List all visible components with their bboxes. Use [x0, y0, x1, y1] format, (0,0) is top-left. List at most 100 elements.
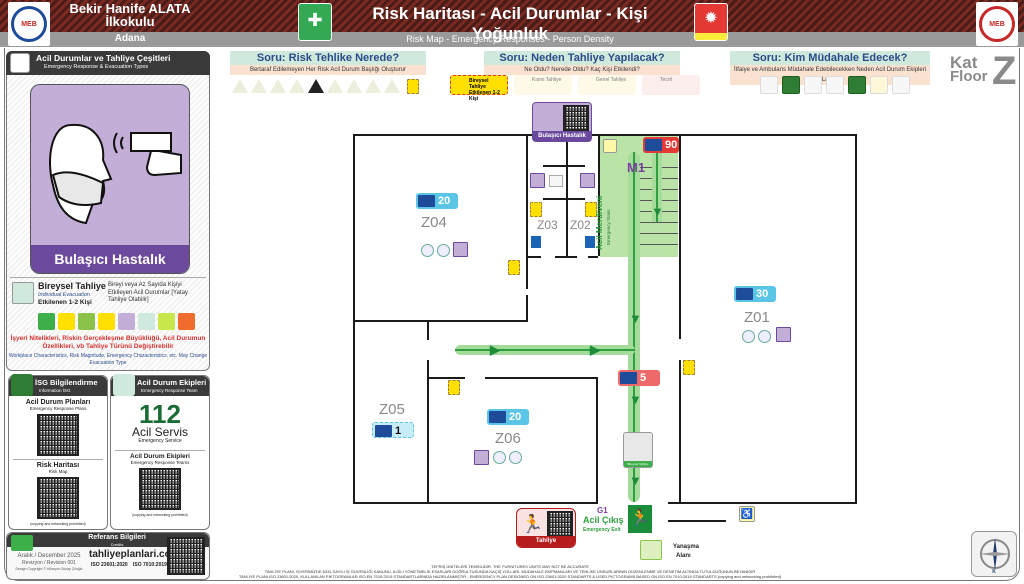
evacuation-route-vertical: [628, 152, 640, 502]
occupancy-badge-z05: 1: [372, 422, 414, 438]
org-chart-icon: [11, 374, 33, 396]
question-who-responds: Soru: Kim Müdahale Edecek? İtfaiye ve Am…: [730, 51, 930, 85]
occupancy-badge-z01: 30: [734, 286, 776, 302]
teams-qr-code[interactable]: [139, 468, 181, 510]
individual-evacuation-icon: [12, 282, 34, 304]
wall: [668, 502, 857, 504]
header-bar: [0, 0, 1024, 32]
exit-id: G1: [597, 506, 608, 515]
emergency-types-header: Acil Durumlar ve Tahliye Çeşitleri Emerg…: [6, 51, 210, 75]
wall: [543, 165, 585, 167]
stairs-people-icon: [645, 139, 662, 151]
evac-option-local: Kısmi Tahliye: [514, 75, 572, 95]
stairs-id: M1: [627, 160, 646, 175]
disease-icon: [118, 313, 135, 330]
evacuation-team-icon: [804, 76, 822, 94]
evacuation-sign: 🏃 Tahliye: [516, 508, 576, 548]
fire-icon: [138, 313, 155, 330]
hazard-icon: [251, 79, 267, 93]
disease-mini-icon: [776, 327, 791, 342]
instructor-icon: [113, 374, 135, 396]
wall: [526, 295, 528, 321]
chemical-icon: [78, 313, 95, 330]
arrow-down-icon: ▼: [629, 392, 642, 407]
wall: [353, 502, 598, 504]
arrow-right-icon: ▶: [490, 342, 500, 357]
injury-icon: [38, 313, 55, 330]
emergency-illustration: Bulaşıcı Hastalık: [30, 84, 190, 274]
wall: [353, 134, 539, 136]
first-aid-icon: [493, 451, 506, 464]
wall: [353, 134, 355, 504]
footnote: TAHLİYE PLANI, İŞYERİMİZDE 6331 SAYILI İ…: [264, 569, 756, 574]
risk-map-qr-code[interactable]: [37, 477, 79, 519]
technical-team-icon: [870, 76, 888, 94]
ministry-seal-icon: MEB: [976, 2, 1018, 46]
hazard-icon: [232, 79, 248, 93]
emergency-number: 112: [139, 399, 181, 429]
wall: [560, 134, 857, 136]
arrow-down-icon: ▼: [651, 204, 664, 219]
zone-label-z01: Z01: [744, 309, 770, 326]
evac-option-general: Genel Tahliye: [578, 75, 636, 95]
stairs-evac-icon: [603, 139, 617, 153]
stairs-label-en: Emergency Stairs: [606, 209, 611, 245]
masked-head-thermometer-icon: [49, 123, 182, 225]
gas-icon: [98, 313, 115, 330]
stairs-occupancy-badge: 90: [643, 137, 679, 153]
zone-label-z02: Z02: [570, 218, 591, 232]
wall: [598, 134, 600, 256]
rescue-team-icon: [826, 76, 844, 94]
explosion-badge-icon: ✹: [694, 3, 728, 41]
ministry-logo-icon: MEB: [8, 2, 50, 46]
wall: [596, 377, 598, 503]
evacuation-point-icon: Bireysel Tahliye: [623, 432, 653, 468]
injury-badge-icon: ✚: [298, 3, 332, 41]
disease-mini-icon: [580, 173, 595, 188]
hazard-icon: [365, 79, 381, 93]
hand-wash-icon: [437, 244, 450, 257]
hazard-icon: [289, 79, 305, 93]
arrow-down-icon: ▼: [629, 473, 642, 488]
wc-person-icon: [585, 236, 595, 248]
disease-qr-code[interactable]: [563, 105, 589, 131]
evacuation-note-en: Workplace Characteristics, Risk Magnitud…: [8, 353, 208, 366]
exit-person-icon: [11, 535, 33, 551]
explosion-icon: [58, 313, 75, 330]
website-qr-code[interactable]: [167, 537, 205, 575]
wall: [668, 520, 726, 522]
wall: [427, 320, 429, 340]
zone-label-z05: Z05: [379, 401, 405, 418]
page-subtitle: Risk Map - Emergency Responses - Person …: [406, 34, 614, 44]
website-link[interactable]: tahliyeplanlari.com: [89, 549, 180, 560]
evacuation-note-tr: İşyeri Nitelikleri, Riskin Gerçekleşme B…: [10, 335, 206, 350]
evacuation-qr-code[interactable]: [547, 511, 573, 537]
wall: [353, 320, 528, 322]
reference-panel: Referans Bilgileri Credits Aralık / Dece…: [6, 532, 210, 580]
exit-label: Acil Çıkış: [583, 515, 624, 525]
wall: [588, 256, 598, 258]
stairs-route: [652, 152, 662, 222]
wall: [527, 256, 541, 258]
corridor-occupancy-badge: 5: [618, 370, 660, 386]
people-icon: [489, 411, 506, 423]
plans-qr-code[interactable]: [37, 414, 79, 456]
wc-person-icon: [531, 236, 541, 248]
footnote: TEFRİŞ ÜNİTELERİ TEMSİLİDİR. THE FURNITU…: [431, 564, 589, 569]
people-icon: [418, 195, 435, 207]
hazard-icon: [384, 79, 400, 93]
arrow-down-icon: ▼: [629, 311, 642, 326]
waste-bin-icon: [585, 202, 597, 217]
wall: [855, 134, 857, 504]
hazard-triangles: [232, 79, 420, 95]
page-title: Risk Haritası - Acil Durumlar - Kişi Yoğ…: [372, 4, 648, 43]
exit-label-en: Emergency Exit: [583, 527, 621, 533]
city: Adana: [114, 33, 146, 44]
biohazard-icon: [308, 79, 324, 93]
wall: [679, 360, 681, 503]
fire-brigade-icon: [760, 76, 778, 94]
zone-label-z04: Z04: [421, 214, 447, 231]
waste-bin-icon: [448, 380, 460, 395]
